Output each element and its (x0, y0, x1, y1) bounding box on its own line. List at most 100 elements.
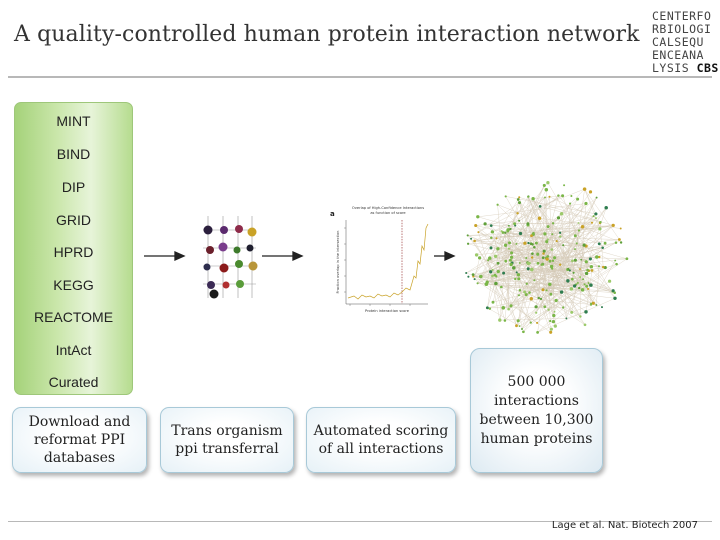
network-node (613, 296, 617, 301)
network-node (599, 221, 602, 224)
network-node (617, 238, 621, 241)
network-node (572, 271, 575, 274)
network-node (470, 237, 473, 240)
network-node (537, 296, 540, 300)
network-node (558, 231, 562, 234)
network-node (577, 222, 580, 224)
network-edge (547, 226, 594, 304)
network-node (559, 263, 562, 266)
network-node (498, 318, 502, 322)
network-edge (520, 233, 548, 240)
network-node (491, 268, 494, 272)
network-node (575, 242, 578, 245)
plot-panel-label: a (330, 210, 335, 218)
network-edge (513, 224, 529, 268)
network-node (490, 236, 493, 240)
network-node (597, 242, 601, 246)
network-edge (495, 239, 548, 257)
network-edge (584, 189, 620, 240)
network-node (465, 271, 468, 275)
network-node (543, 232, 547, 236)
network-node (541, 256, 545, 260)
network-node (516, 273, 521, 277)
network-edge (519, 286, 587, 327)
network-node (550, 248, 554, 251)
network-node (493, 254, 498, 259)
network-node (516, 212, 519, 215)
network-edge (494, 274, 554, 316)
network-node (587, 287, 590, 290)
network-edge (546, 245, 587, 291)
network-node (489, 224, 493, 227)
network-node (506, 229, 510, 233)
network-node (601, 265, 605, 269)
network-node (597, 265, 601, 268)
network-node (582, 243, 586, 247)
network-edge (596, 266, 600, 306)
network-edge (505, 232, 564, 308)
network-edge (487, 274, 519, 283)
network-node (580, 258, 583, 261)
network-edge (524, 291, 572, 313)
network-node (499, 285, 503, 289)
result-line: between 10,300 (479, 411, 594, 428)
network-node (510, 251, 514, 255)
network-edge (487, 291, 562, 308)
network-edge (505, 197, 546, 262)
network-node (531, 252, 534, 256)
network-edge (510, 223, 529, 306)
network-node (583, 323, 587, 327)
network-node (562, 244, 565, 247)
network-edge (480, 232, 504, 277)
network-node (515, 324, 518, 328)
network-edge (497, 232, 561, 249)
network-edge (485, 223, 561, 237)
network-edge (474, 234, 534, 242)
network-edge (492, 269, 593, 271)
database-kegg: KEGG (53, 277, 94, 293)
network-node (483, 222, 487, 226)
network-node (527, 241, 530, 245)
network-edge (510, 203, 571, 306)
network-node (501, 306, 506, 310)
network-node (584, 260, 588, 264)
network-edge (501, 286, 572, 290)
network-edge (467, 235, 620, 240)
network-node (545, 289, 548, 292)
network-edge (552, 225, 614, 235)
network-node (603, 266, 607, 270)
network-node (563, 184, 566, 187)
network-node (523, 290, 527, 294)
network-node (570, 277, 574, 281)
plot-title-line-1: Overlap of High-Confidence Interactions (352, 206, 424, 210)
network-edge (510, 228, 548, 240)
network-edge (488, 250, 545, 261)
citation: Lage et al. Nat. Biotech 2007 (551, 520, 698, 531)
network-node (517, 277, 521, 281)
network-node (595, 255, 599, 259)
network-node (516, 198, 520, 201)
network-node (515, 242, 518, 245)
network-node (543, 305, 547, 309)
network-node (587, 282, 590, 285)
network-node (530, 256, 534, 259)
network-node (579, 268, 581, 270)
network-node (544, 196, 546, 199)
network-edge (508, 191, 591, 310)
network-edge (491, 225, 517, 326)
network-edge (474, 203, 587, 280)
network-node (573, 258, 577, 262)
network-node (518, 261, 521, 264)
network-node (576, 282, 579, 284)
network-node (603, 241, 607, 245)
network-edge (537, 298, 616, 333)
network-edge (536, 243, 581, 317)
network-edge (536, 243, 577, 313)
logo-line: ENCEANA (652, 48, 704, 62)
ortholog-transfer-graphic (203, 216, 258, 299)
network-node (548, 259, 552, 263)
database-dip: DIP (61, 179, 86, 195)
network-edge (532, 198, 583, 290)
network-node (473, 239, 476, 243)
network-node (583, 283, 586, 286)
